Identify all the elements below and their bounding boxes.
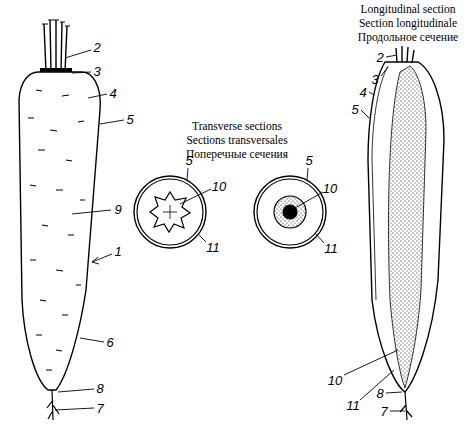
callout-number: 10 <box>328 374 342 387</box>
callout-number: 2 <box>93 41 100 54</box>
callout-number: 6 <box>106 336 113 349</box>
callout-number: 5 <box>305 154 312 167</box>
section-heading: Longitudinal section <box>361 4 456 16</box>
callout-number: 9 <box>114 203 121 216</box>
callout-number: 10 <box>323 182 337 195</box>
section-heading: Section longitudinale <box>359 18 457 30</box>
callout-number: 1 <box>114 245 121 258</box>
callout-number: 2 <box>376 51 383 64</box>
callout-number: 7 <box>96 402 103 415</box>
section-heading: Продольное сечение <box>358 32 458 44</box>
callout-number: 4 <box>359 86 366 99</box>
callout-number: 3 <box>371 73 378 86</box>
callout-number: 7 <box>380 405 387 418</box>
callout-number: 3 <box>93 65 100 78</box>
section-heading: Поперечные сечения <box>186 149 288 161</box>
callout-number: 5 <box>185 154 192 167</box>
callout-number: 8 <box>96 382 103 395</box>
callout-number: 11 <box>346 399 360 412</box>
callout-number: 10 <box>212 180 226 193</box>
callout-number: 8 <box>376 387 383 400</box>
callout-number: 5 <box>126 113 133 126</box>
callout-number: 11 <box>324 242 338 255</box>
callout-number: 4 <box>109 87 116 100</box>
section-heading: Transverse sections <box>192 121 282 133</box>
section-heading: Sections transversales <box>186 135 287 147</box>
callout-number: 5 <box>351 103 358 116</box>
callout-number: 11 <box>206 241 220 254</box>
